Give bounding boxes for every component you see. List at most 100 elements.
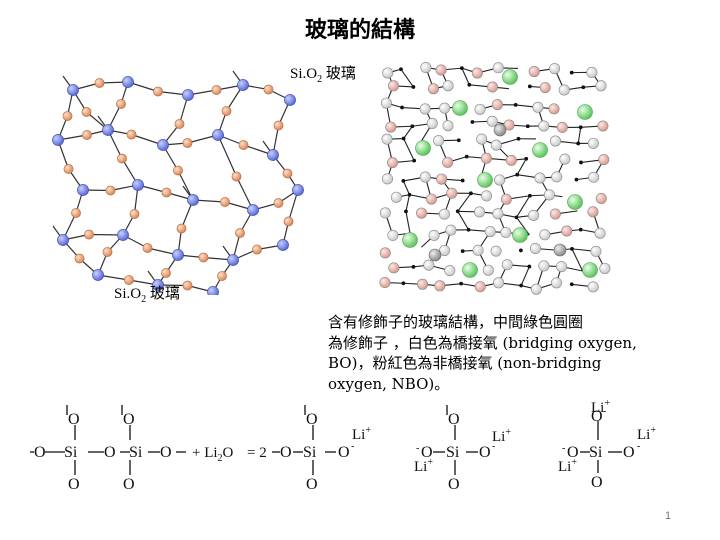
bridging-oxygen-atom <box>182 138 193 148</box>
charge-sign: - <box>603 406 606 417</box>
bridging-oxygen-atom <box>129 209 140 219</box>
non-bridging-oxygen-atom <box>556 121 568 133</box>
lithium-ion: Li+ <box>558 457 577 475</box>
silicon-atom <box>292 184 304 196</box>
silicon-atom <box>581 85 586 90</box>
non-bridging-oxygen-atom <box>503 119 515 131</box>
silicon-atom <box>207 286 219 295</box>
bridging-oxygen-atom <box>444 265 456 277</box>
bridging-oxygen-atom <box>63 164 74 174</box>
charge-sign: - <box>562 443 565 454</box>
bridging-oxygen-atom <box>559 153 571 165</box>
silicon-atom <box>277 239 289 251</box>
oxygen-atom: O <box>448 476 460 493</box>
bridging-oxygen-atom <box>500 227 512 239</box>
silicon-atom <box>460 178 465 183</box>
bridging-oxygen-atom <box>595 80 607 92</box>
bridging-oxygen-atom <box>494 174 506 186</box>
bridging-oxygen-atom <box>490 245 502 257</box>
description-line-3: BO)，粉紅色為非橋接氧 (non-bridging <box>328 354 602 372</box>
bridging-oxygen-atom <box>102 247 113 257</box>
bridging-oxygen-atom <box>587 137 599 149</box>
silicon-atom <box>57 234 69 246</box>
bridging-oxygen-atom <box>492 62 504 74</box>
bridging-oxygen-atom <box>273 120 284 131</box>
equation-bonds <box>30 405 622 475</box>
bridging-oxygen-atom <box>590 245 602 257</box>
non-bridging-oxygen-atom <box>491 99 503 111</box>
bridging-oxygen-atom <box>105 185 116 196</box>
silicon-atom <box>579 160 583 165</box>
bridging-oxygen-atom <box>420 61 432 73</box>
modifier-ion <box>477 172 493 188</box>
glass-label-left: Si.O2 玻璃 <box>114 286 180 305</box>
silicon-atom <box>459 66 464 71</box>
silicon-atom <box>519 283 524 288</box>
description-line-1: 含有修飾子的玻璃結構，中間綠色圓圈 <box>328 313 584 331</box>
bridging-oxygen-atom <box>126 129 137 140</box>
bridging-oxygen-atom <box>419 103 431 115</box>
bridging-oxygen-atom <box>283 216 294 227</box>
bridging-oxygen-atom <box>482 264 494 276</box>
non-bridging-oxygen-atom <box>471 67 483 79</box>
oxygen-atom: O <box>160 444 172 461</box>
bridging-oxygen-atom <box>539 229 551 241</box>
silicon-atom <box>227 254 239 266</box>
bridging-oxygen-atom <box>550 277 562 289</box>
bridging-oxygen-atom <box>543 189 555 201</box>
bridging-oxygen-atom <box>433 135 445 147</box>
bridging-oxygen-atom <box>490 139 502 151</box>
bridging-oxygen-atom <box>486 115 498 127</box>
silicon-atom <box>569 70 574 75</box>
non-bridging-oxygen-atom <box>434 280 446 292</box>
modifier-ion <box>502 69 518 85</box>
silicon-atom <box>570 246 574 251</box>
modifier-ion <box>462 262 478 278</box>
bridging-oxygen-atom <box>474 206 486 218</box>
bridging-oxygen-atom <box>381 173 393 185</box>
silicon-atom <box>518 248 523 253</box>
silicon-atom <box>157 139 169 151</box>
silicon-atom <box>401 179 406 183</box>
non-bridging-oxygen-atom <box>416 207 428 219</box>
bridging-oxygen-atom <box>117 153 127 164</box>
non-bridging-oxygen-atom <box>425 193 437 205</box>
non-bridging-oxygen-atom <box>528 66 540 78</box>
bridging-oxygen-atom <box>238 140 249 150</box>
silicon-atom <box>182 89 194 101</box>
modifier-ion <box>532 142 548 158</box>
bridging-oxygen-atom <box>142 243 153 253</box>
lithium-ion: Li+ <box>492 427 511 445</box>
bridging-oxygen-atom <box>529 242 541 254</box>
bridging-oxygen-atom <box>94 78 105 88</box>
silicon-atom <box>407 192 412 197</box>
oxygen-atom: O <box>306 476 318 493</box>
bridging-oxygen-atom <box>419 171 431 183</box>
modifier-ion <box>402 232 418 248</box>
bridging-oxygen-atom <box>71 208 81 218</box>
bridging-oxygen-atom <box>532 101 544 113</box>
oxygen-atom: O <box>68 411 80 428</box>
bridging-oxygen-atom <box>528 209 540 221</box>
bridging-oxygen-atom <box>231 171 242 182</box>
bridging-oxygen-atom <box>426 117 438 129</box>
silicon-atom <box>77 184 89 196</box>
bridging-oxygen-atom <box>198 252 209 263</box>
non-bridging-oxygen-atom <box>595 193 607 205</box>
non-bridging-oxygen-atom <box>486 81 498 93</box>
silicon-atom <box>152 279 164 291</box>
bridging-oxygen-atom <box>587 281 599 293</box>
oxygen-atom: O <box>591 408 603 425</box>
bridging-oxygen-atom <box>530 283 542 295</box>
silicon-atom: Si <box>589 444 603 461</box>
non-bridging-oxygen-atom <box>385 121 397 133</box>
oxygen-atom: O <box>421 444 433 461</box>
silicon-atom <box>172 249 184 261</box>
non-bridging-oxygen-atom <box>597 120 609 132</box>
silicon-atom <box>410 124 415 129</box>
lithium-ion: Li+ <box>414 457 433 475</box>
non-bridging-oxygen-atom <box>436 173 448 185</box>
non-bridging-oxygen-atom <box>435 64 447 76</box>
bridging-oxygen-atom <box>538 260 550 272</box>
gray-atom <box>428 248 442 262</box>
